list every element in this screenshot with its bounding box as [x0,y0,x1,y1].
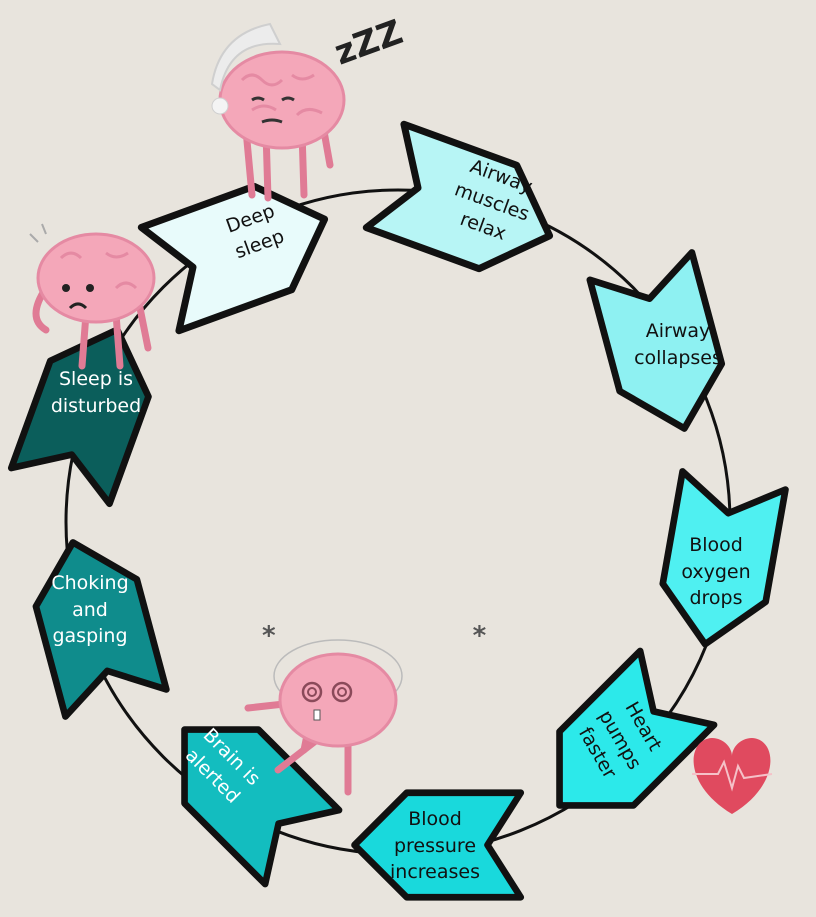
label-line: increases [355,859,515,886]
label-line: oxygen [636,559,796,586]
label-line: and [10,597,170,624]
label-line: disturbed [16,393,176,420]
heart-icon [692,738,772,814]
label-line: Blood [636,532,796,559]
label-line: gasping [10,623,170,650]
label-line: pressure [355,833,515,860]
label-line: Airway [598,318,758,345]
label-line: Blood [355,806,515,833]
sleeping-brain-icon [212,24,344,198]
label-line: Sleep is [16,366,176,393]
label-line: Choking [10,570,170,597]
label-line: drops [636,585,796,612]
sleep-zzz-icon: zZZ [329,12,408,73]
dizzy-stars-icon: * * [262,621,580,651]
label-line: collapses [598,345,758,372]
